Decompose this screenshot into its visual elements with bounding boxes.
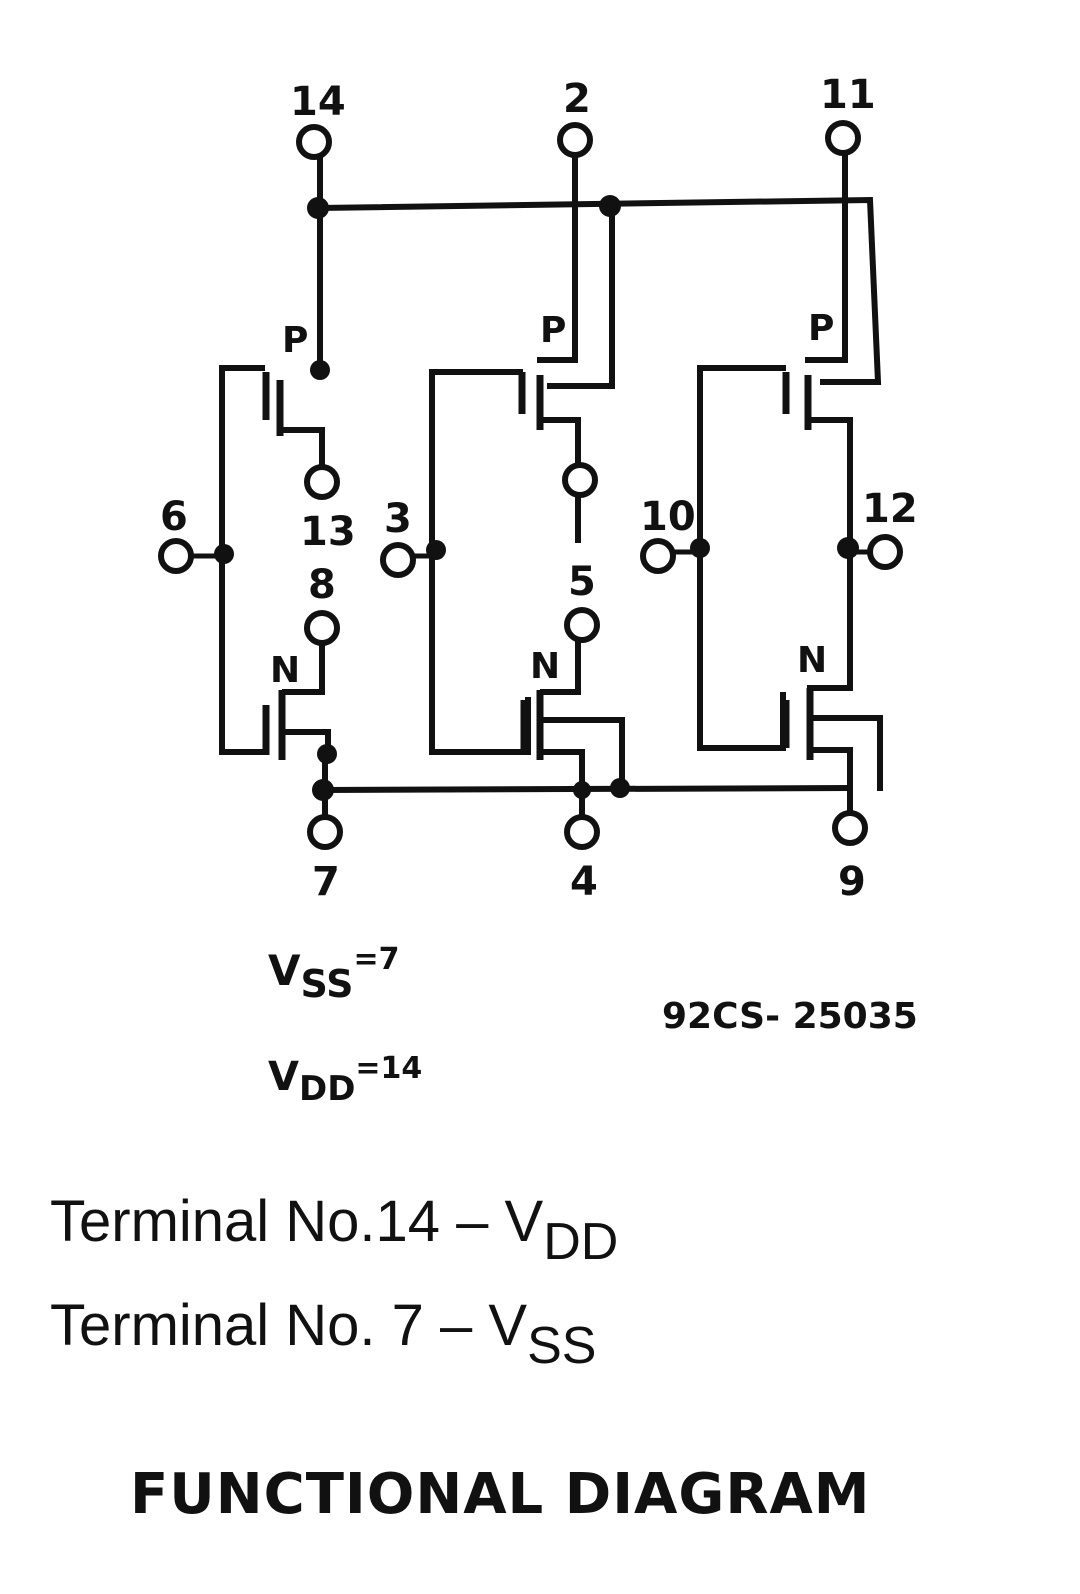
pin-label-7: 7 — [312, 859, 340, 905]
gate1-p-drain — [282, 427, 325, 469]
pin11-lead — [805, 152, 848, 363]
p-label-2: P — [540, 310, 566, 351]
pin7-terminal — [307, 814, 343, 850]
gate3-n-source — [807, 747, 853, 821]
n-label-1: N — [270, 650, 300, 691]
pin2-lead — [537, 152, 578, 363]
pin-label-10: 10 — [640, 494, 696, 540]
gate2-loop — [429, 369, 531, 755]
pin-label-13: 13 — [300, 509, 356, 555]
vdd-bus — [316, 196, 882, 385]
p-label-3: P — [808, 308, 834, 349]
pin13-terminal — [304, 464, 340, 500]
pin11-terminal — [825, 120, 861, 156]
pin3-terminal — [380, 542, 416, 578]
pin5-terminal — [562, 462, 598, 498]
pin-label-4: 4 — [570, 859, 598, 905]
vdd-note: VDD=14 — [268, 1051, 422, 1109]
n-label-2: N — [530, 646, 560, 687]
pin14-terminal — [296, 124, 332, 160]
gate2-p-drain — [542, 417, 581, 465]
pin6-terminal — [158, 538, 194, 574]
part-code: 92CS- 25035 — [662, 996, 918, 1037]
gate1-n-drain — [282, 642, 325, 695]
pin8-terminal — [304, 610, 340, 646]
gate2-n-body — [540, 717, 625, 791]
pin5b-terminal — [564, 607, 600, 643]
pin10-terminal — [640, 538, 676, 574]
pin-label-12: 12 — [862, 486, 918, 532]
terminal-vss-line: Terminal No. 7 – VSS — [50, 1293, 597, 1375]
gate3-loop — [697, 365, 786, 751]
pin12-terminal — [867, 534, 903, 570]
pin2-terminal — [557, 122, 593, 158]
pin-label-2: 2 — [563, 76, 591, 122]
terminal-vdd-line: Terminal No.14 – VDD — [50, 1189, 619, 1271]
pin-label-9: 9 — [838, 859, 866, 905]
pin-label-8: 8 — [308, 562, 336, 608]
p-label-1: P — [282, 320, 308, 361]
pin-label-14: 14 — [290, 79, 346, 125]
n-label-3: N — [797, 640, 827, 681]
gate3-n-body — [807, 715, 883, 791]
pin9-terminal — [832, 810, 868, 846]
pin-label-11: 11 — [820, 72, 876, 118]
pin4-terminal — [564, 814, 600, 850]
gate2-n-drain — [540, 637, 581, 695]
pin-label-3: 3 — [384, 496, 412, 542]
pin-label-5: 5 — [568, 559, 596, 605]
diagram-title: FUNCTIONAL DIAGRAM — [130, 1462, 871, 1527]
vdd-bus-stub — [547, 203, 615, 389]
pin-label-6: 6 — [160, 494, 188, 540]
vss-note: VSS=7 — [268, 942, 400, 1006]
